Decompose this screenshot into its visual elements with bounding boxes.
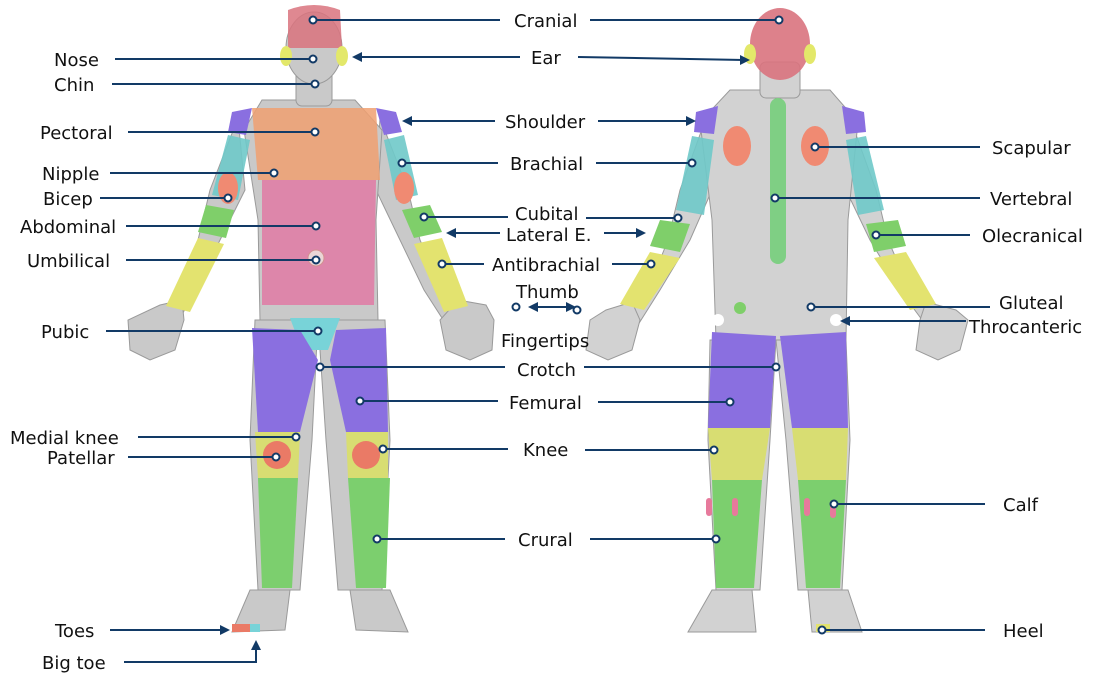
label-toes: Toes [54,621,94,642]
label-gluteal: Gluteal [999,293,1064,314]
label-knee: Knee [523,440,568,461]
label-calf: Calf [1003,495,1039,516]
label-antibrachial: Antibrachial [492,255,600,276]
label-vertebral: Vertebral [990,189,1072,210]
label-fingertips: Fingertips [501,331,589,352]
label-ear: Ear [531,48,561,69]
label-bicep: Bicep [43,189,93,210]
label-olecranical: Olecranical [982,226,1083,247]
label-nipple: Nipple [42,164,99,185]
label-medial-knee: Medial knee [10,428,119,449]
label-nose: Nose [54,50,99,71]
label-femural: Femural [509,393,582,414]
label-cranial: Cranial [514,11,577,32]
label-patellar: Patellar [47,448,115,469]
label-big-toe: Big toe [42,653,106,674]
label-scapular: Scapular [992,138,1071,159]
label-thumb: Thumb [515,282,579,303]
label-crural: Crural [518,530,573,551]
label-cubital: Cubital [515,204,579,225]
label-heel: Heel [1003,621,1044,642]
label-umbilical: Umbilical [27,251,110,272]
label-abdominal: Abdominal [20,217,116,238]
label-lateral-e: Lateral E. [506,225,591,246]
label-shoulder: Shoulder [505,112,586,133]
label-pubic: Pubic [41,322,89,343]
label-throcanteric: Throcanteric [968,317,1082,338]
label-pectoral: Pectoral [40,123,113,144]
label-brachial: Brachial [510,154,583,175]
front-body-figure [128,5,494,632]
label-crotch: Crotch [517,360,576,381]
label-chin: Chin [54,75,94,96]
